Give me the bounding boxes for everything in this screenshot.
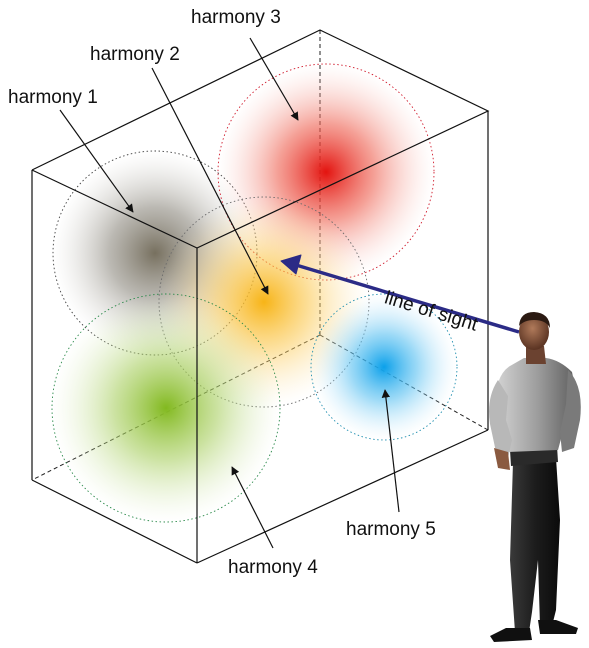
line-of-sight-arrow xyxy=(280,254,520,334)
observer-figure xyxy=(489,312,581,642)
harmony-5-pointer xyxy=(381,389,400,513)
harmony-1-label: harmony 1 xyxy=(8,87,98,108)
observer-hair xyxy=(519,312,550,328)
harmony-3-pointer xyxy=(249,37,299,121)
cube-bottom-right-edge xyxy=(196,429,489,564)
harmony-spheres xyxy=(51,63,458,523)
harmony-4-pointer xyxy=(231,466,274,549)
observer-left-arm xyxy=(489,380,512,458)
cube-bottom-left-edge xyxy=(31,479,198,564)
observer-left-shoe xyxy=(490,628,532,642)
observer-neck xyxy=(526,346,546,364)
harmony-1-pointer xyxy=(59,109,134,213)
observer-right-shoe xyxy=(538,620,578,634)
harmony-2-pointer xyxy=(151,67,269,295)
observer-head xyxy=(519,314,549,350)
cube-visible-edges xyxy=(31,29,490,564)
harmony-4-sphere xyxy=(51,293,281,523)
harmony-2-label: harmony 2 xyxy=(90,44,180,65)
observer-right-arm xyxy=(560,370,581,452)
harmony-5-sphere xyxy=(310,293,458,441)
harmony-4-label: harmony 4 xyxy=(228,557,318,578)
harmony-3-label: harmony 3 xyxy=(191,7,281,28)
harmony-5-label: harmony 5 xyxy=(346,519,436,540)
label-pointers xyxy=(59,37,400,549)
observer-torso xyxy=(492,358,576,452)
observer-left-hand xyxy=(494,448,510,470)
observer-legs xyxy=(510,458,560,632)
